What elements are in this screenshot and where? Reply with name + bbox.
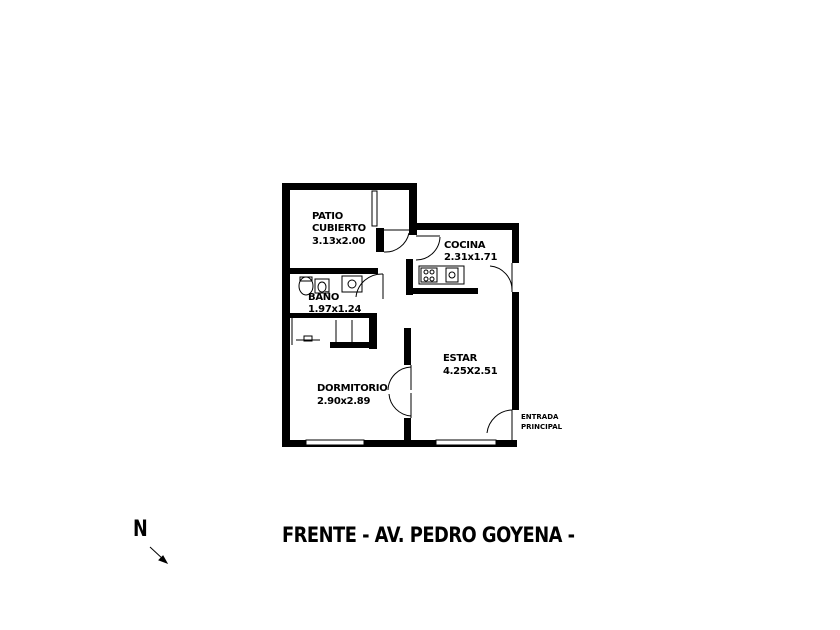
bidet-icon xyxy=(314,278,330,294)
entrance-label: ENTRADA xyxy=(521,413,559,421)
kitchen-counter xyxy=(418,265,465,285)
sink-icon xyxy=(445,267,459,283)
wall-kitchen-bottom xyxy=(406,288,478,294)
windows xyxy=(305,190,497,446)
patio-dims-label: 3.13x2.00 xyxy=(312,236,365,247)
wall-dorm-top xyxy=(330,342,377,348)
bano-dims-label: 1.97x1.24 xyxy=(308,304,361,315)
window-patio xyxy=(371,190,378,227)
fixtures xyxy=(291,265,465,347)
patio-name-label-2: CUBIERTO xyxy=(312,223,366,234)
wall-kitchen-left xyxy=(406,259,413,295)
dormitorio-dims-label: 2.90x2.89 xyxy=(317,396,370,407)
dormitorio-name-label: DORMITORIO xyxy=(317,383,387,394)
wall-bottom xyxy=(282,440,517,447)
estar-dims-label: 4.25X2.51 xyxy=(443,366,498,377)
doors xyxy=(355,229,513,440)
patio-name-label: PATIO xyxy=(312,211,343,222)
wall-top-kitchen xyxy=(409,223,519,230)
cocina-dims-label: 2.31x1.71 xyxy=(444,252,497,263)
front-street-label: FRENTE - AV. PEDRO GOYENA - xyxy=(282,523,575,547)
wall-right-top xyxy=(512,223,519,263)
north-arrow-icon xyxy=(149,546,169,564)
wall-top-patio xyxy=(282,183,416,190)
wall-patio-right xyxy=(409,183,417,235)
cocina-name-label: COCINA xyxy=(444,240,486,251)
window-dorm xyxy=(305,439,365,446)
wall-closet-right xyxy=(369,313,377,349)
walls xyxy=(282,183,519,447)
bano-name-label: BAÑO xyxy=(308,290,339,303)
wall-bath-bottom xyxy=(282,313,376,318)
wall-dorm-right-bottom xyxy=(404,418,411,446)
north-label: N xyxy=(133,517,148,542)
wall-patio-bath xyxy=(282,268,378,274)
window-estar xyxy=(435,439,497,446)
wall-right-bottom xyxy=(512,292,519,410)
wall-dorm-right-top xyxy=(404,328,411,365)
estar-name-label: ESTAR xyxy=(443,353,478,364)
basin-icon xyxy=(341,275,363,293)
wall-patio-stub xyxy=(376,228,384,252)
entrance-label-2: PRINCIPAL xyxy=(521,423,563,431)
stove-icon xyxy=(420,267,438,283)
